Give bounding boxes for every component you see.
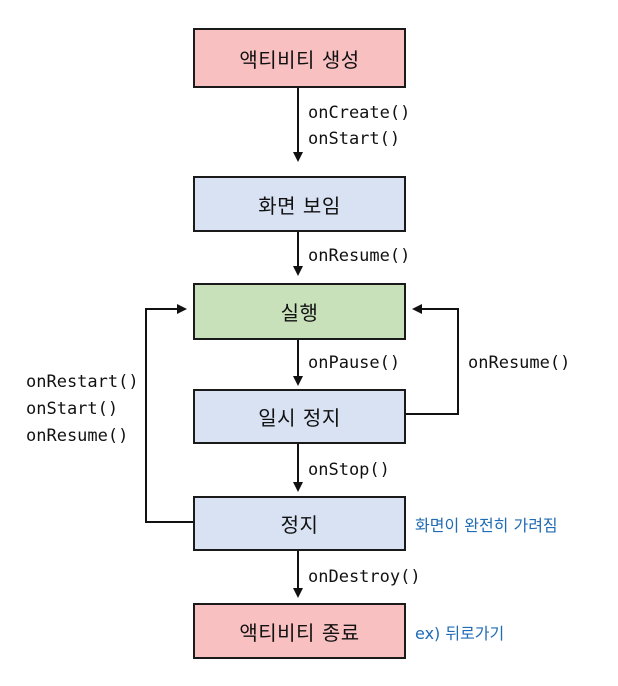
label-onresume: onResume() [308, 246, 411, 266]
state-destroyed: 액티비티 종료 [193, 603, 406, 659]
label-oncreate: onCreate() [308, 103, 411, 123]
label-onrestart: onRestart() [26, 372, 139, 392]
label-onstop: onStop() [308, 460, 390, 480]
label-onpause: onPause() [308, 353, 401, 373]
note-destroyed: ex) 뒤로가기 [415, 624, 505, 643]
state-created: 액티비티 생성 [193, 28, 406, 88]
state-paused: 일시 정지 [193, 389, 406, 444]
label-ondestroy: onDestroy() [308, 567, 421, 587]
arrow-stopped-to-running [145, 304, 193, 523]
arrow-paused-to-running [406, 304, 459, 415]
label-onresume-loop: onResume() [468, 353, 571, 373]
note-stopped: 화면이 완전히 가려짐 [415, 516, 558, 535]
state-stopped: 정지 [193, 496, 406, 551]
label-onresume-restart: onResume() [26, 426, 129, 446]
state-running: 실행 [193, 283, 406, 340]
state-visible: 화면 보임 [193, 176, 406, 232]
label-onstart-restart: onStart() [26, 399, 119, 419]
label-onstart: onStart() [308, 129, 401, 149]
